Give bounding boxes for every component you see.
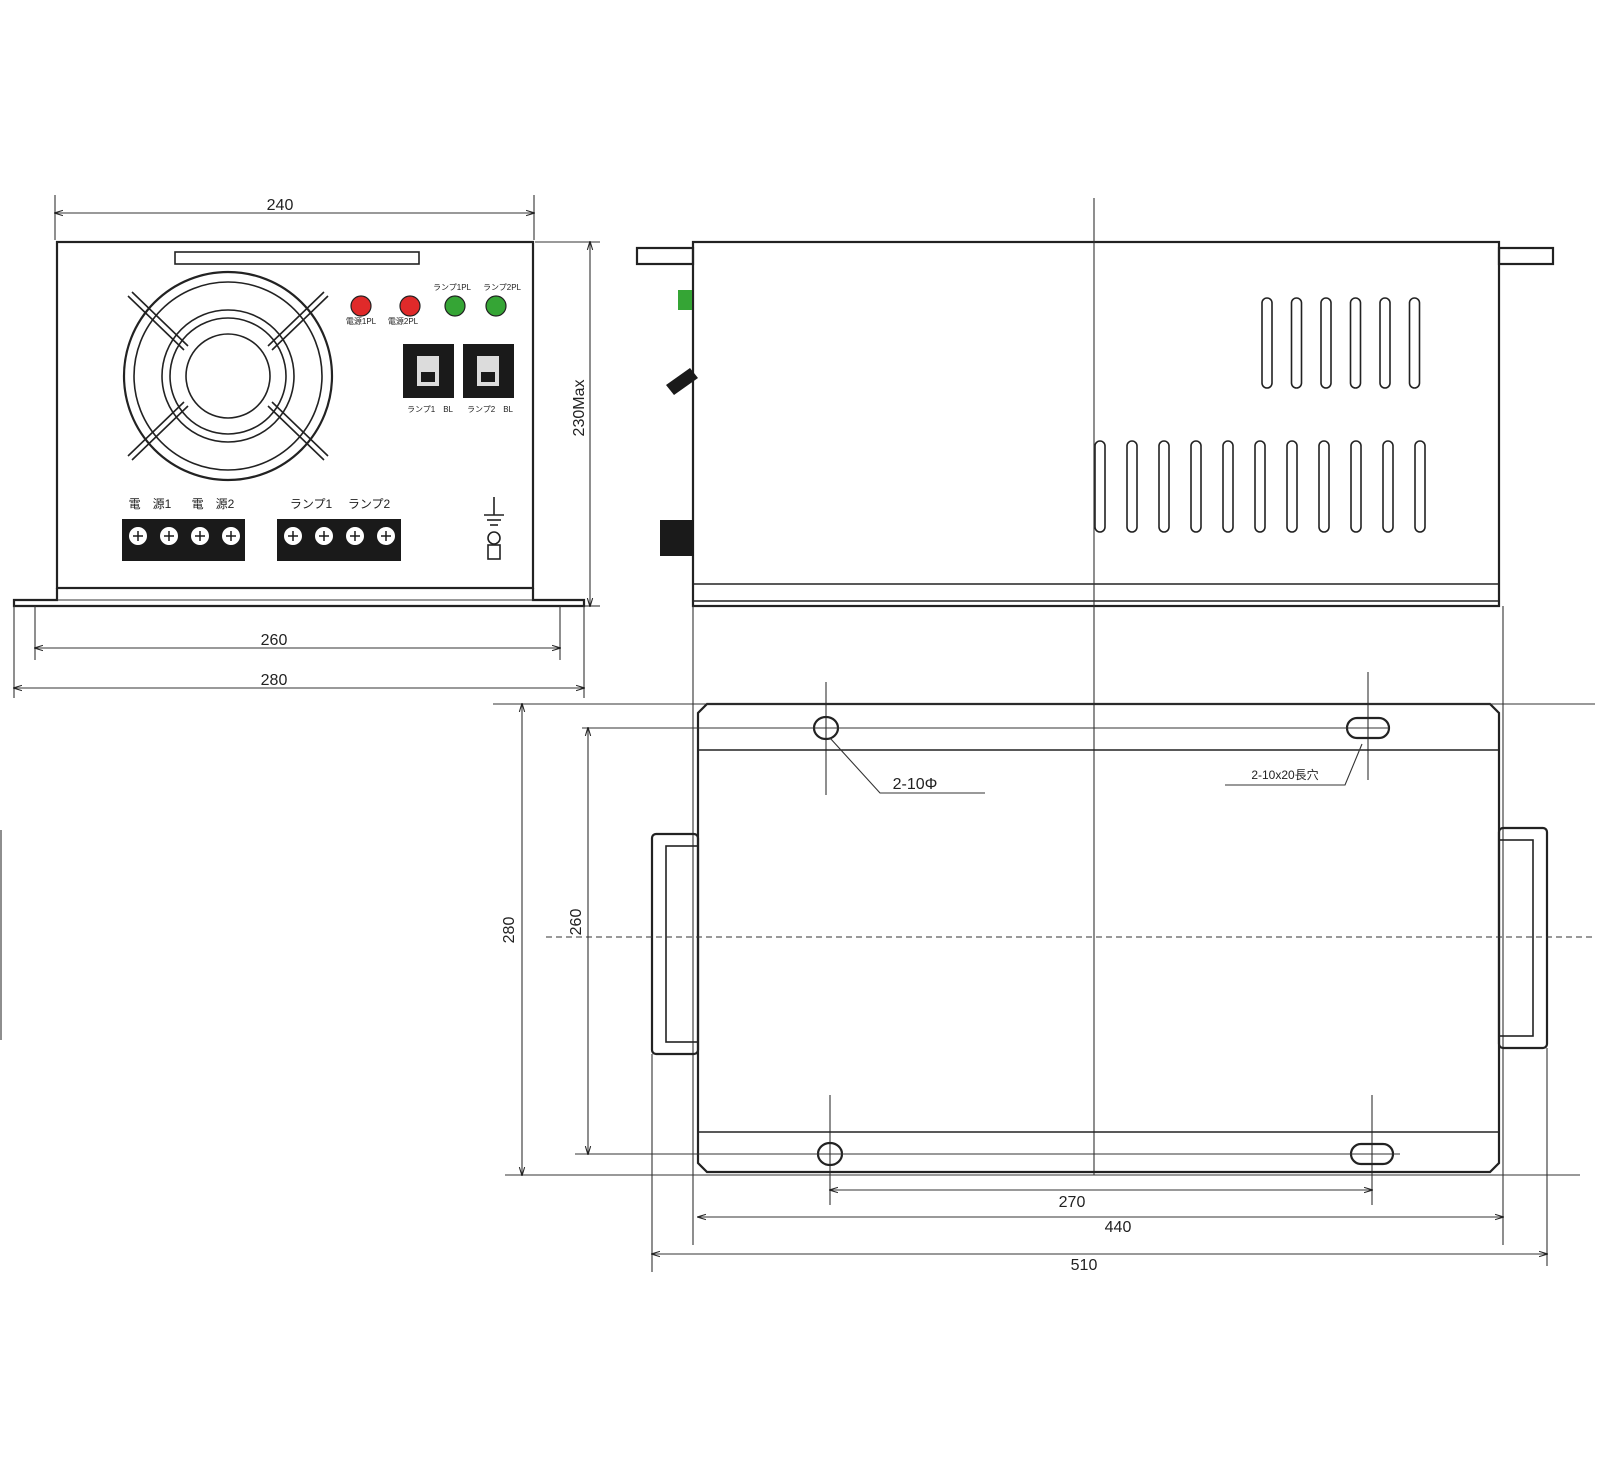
top-handle-slot	[174, 251, 420, 265]
power1-led-label: 電源1PL	[346, 317, 377, 326]
side-bracket-right	[1497, 246, 1555, 266]
vent-slot	[1379, 297, 1391, 389]
vent-slot	[1190, 440, 1202, 533]
vent-slot	[1286, 440, 1298, 533]
vent-slot	[1222, 440, 1234, 533]
lamp2-led-label: ランプ2PL	[483, 283, 522, 292]
hole-label: 2-10Φ	[893, 776, 938, 793]
lamp-terminal-block	[277, 519, 401, 561]
side-terminal	[660, 520, 694, 556]
lamp2-breaker-label: ランプ2 BL	[467, 405, 514, 414]
vent-slot	[1414, 440, 1426, 533]
ground-icon	[484, 497, 504, 560]
dim-width-base: 260	[261, 632, 288, 649]
power1-terminal-label: 電 源1	[129, 497, 172, 511]
lamp2-led	[485, 295, 507, 317]
left-handle-inner	[665, 845, 699, 1043]
top-view: 2-10Φ 2-10x20長穴 280 260 270 440 510	[493, 606, 1595, 1274]
vent-slot	[1408, 297, 1421, 389]
vent-slot	[1349, 297, 1362, 389]
side-view	[635, 240, 1555, 608]
vent-slot	[1382, 440, 1394, 533]
vent-slot	[1254, 440, 1266, 533]
power2-terminal-label: 電 源2	[192, 497, 235, 511]
front-base-flange	[12, 588, 586, 608]
top-plate	[696, 702, 1501, 1174]
vent-slot	[1261, 297, 1273, 389]
side-bracket-left	[635, 246, 695, 266]
dim-width-top: 240	[267, 197, 294, 214]
lamp1-breaker-label: ランプ1 BL	[407, 405, 454, 414]
vent-slot	[1350, 440, 1362, 533]
vent-slot	[1318, 440, 1330, 533]
vent-slot	[1158, 440, 1170, 533]
dim-width-overall: 280	[261, 672, 288, 689]
left-handle	[650, 832, 700, 1056]
lamp1-terminal-label: ランプ1	[290, 497, 333, 511]
slot-leader	[1225, 743, 1363, 786]
lamp1-led	[444, 295, 466, 317]
fan-guard	[122, 270, 334, 482]
side-led	[678, 290, 692, 310]
vent-slot	[1290, 297, 1303, 389]
dim-hole-pitch: 270	[1059, 1194, 1086, 1211]
vent-slot	[1126, 440, 1138, 533]
hole-leader	[829, 737, 985, 794]
side-body	[691, 240, 1501, 608]
power2-led	[399, 295, 421, 317]
front-panel	[55, 240, 535, 590]
breakers: ランプ1 BL ランプ2 BL	[403, 344, 514, 414]
power-terminal-block	[122, 519, 245, 561]
dim-body-width: 440	[1105, 1219, 1132, 1236]
right-handle	[1497, 826, 1549, 1050]
right-handle-inner	[1498, 839, 1534, 1037]
dim-overall-width: 510	[1071, 1257, 1098, 1274]
vent-slot	[1094, 440, 1106, 533]
vent-slot	[1320, 297, 1332, 389]
vent-louvers	[1094, 297, 1426, 533]
dim-height-max: 230Max	[571, 380, 588, 437]
indicator-leds: 電源1PL 電源2PL ランプ1PL ランプ2PL	[346, 283, 522, 326]
lamp1-led-label: ランプ1PL	[433, 283, 472, 292]
lamp2-terminal-label: ランプ2	[348, 497, 391, 511]
power2-led-label: 電源2PL	[388, 317, 419, 326]
dim-depth-holes: 260	[568, 909, 585, 936]
power1-led	[350, 295, 372, 317]
dim-depth-overall: 280	[501, 917, 518, 944]
front-view: 240 電源1PL	[12, 195, 600, 698]
side-breaker	[666, 368, 698, 395]
slot-label: 2-10x20長穴	[1251, 767, 1318, 782]
